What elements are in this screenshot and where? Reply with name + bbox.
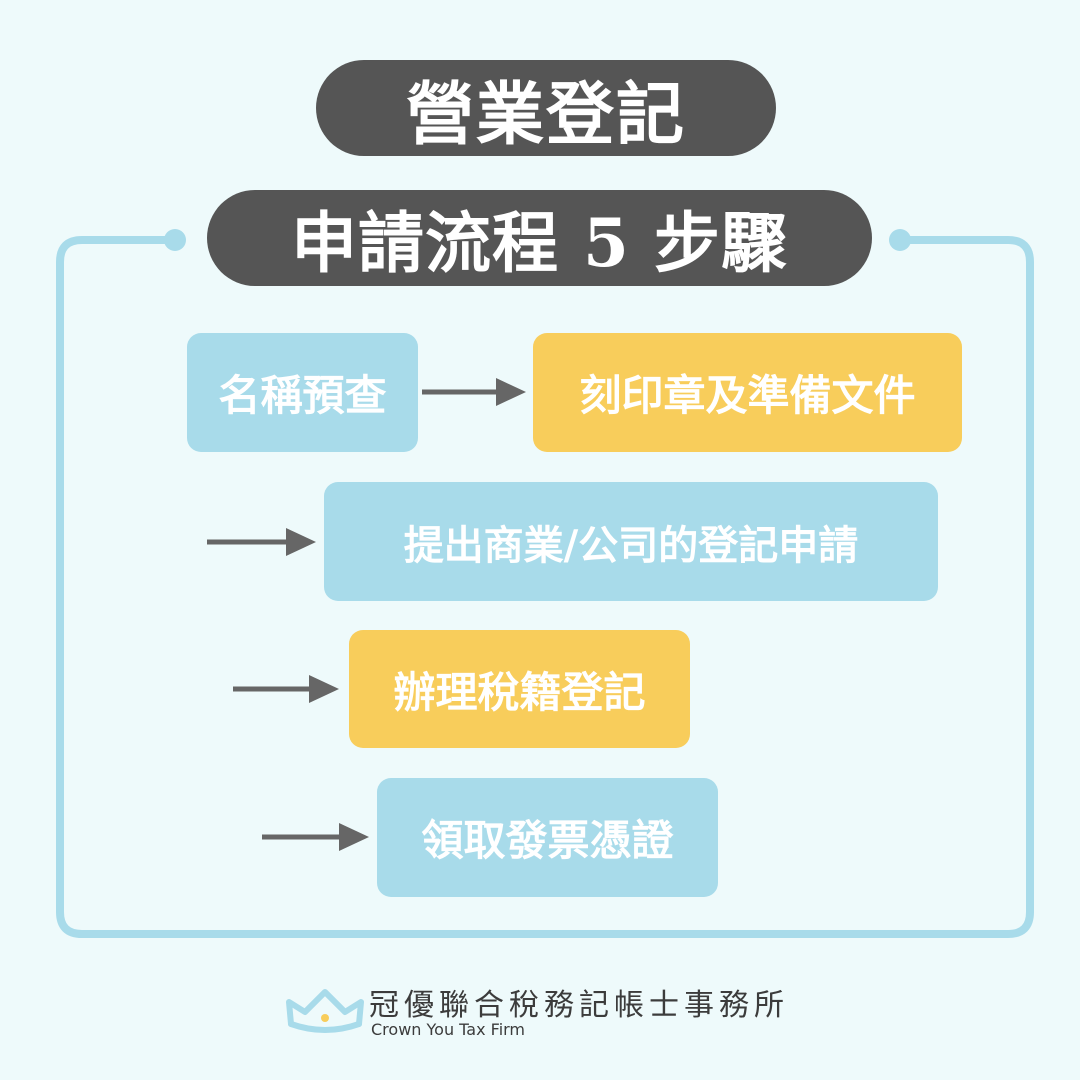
brand-name-en: Crown You Tax Firm (371, 1020, 526, 1039)
page-title: 營業登記 (316, 60, 776, 156)
frame-dot-left (164, 229, 186, 251)
step-seal-documents: 刻印章及準備文件 (533, 333, 962, 452)
step-tax-registration: 辦理稅籍登記 (349, 630, 690, 748)
brand-name-cn: 冠優聯合稅務記帳士事務所 (369, 988, 789, 1023)
step-name-search: 名稱預查 (187, 333, 418, 452)
brand-logo: 冠優聯合稅務記帳士事務所 Crown You Tax Firm (285, 970, 825, 1050)
crown-icon (286, 989, 364, 1033)
step-registration-application: 提出商業/公司的登記申請 (324, 482, 938, 601)
step-invoice-certificate: 領取發票憑證 (377, 778, 718, 897)
page-subtitle: 申請流程 5 步驟 (207, 190, 872, 286)
frame-dot-right (889, 229, 911, 251)
